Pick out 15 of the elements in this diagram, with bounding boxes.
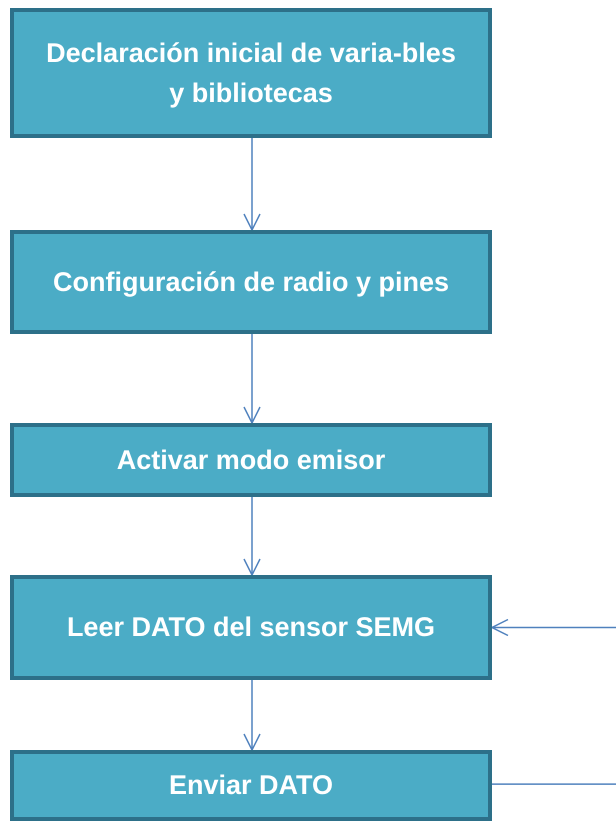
process-box: [10, 8, 492, 138]
arrow: [243, 334, 261, 424]
step-label: Activar modo emisor: [116, 444, 386, 477]
process-box: [10, 230, 492, 334]
process-box: [10, 750, 492, 821]
arrow: [243, 680, 261, 751]
step-label: Leer DATO del sensor SEMG: [66, 611, 436, 644]
step-label: Declaración inicial de varia-bles y bibliotecas: [45, 36, 457, 110]
process-box: [10, 423, 492, 497]
process-box: [10, 575, 492, 680]
step-label: Enviar DATO: [168, 769, 334, 802]
arrow: [243, 138, 261, 231]
arrow: [243, 497, 261, 576]
step-label: Configuración de radio y pines: [52, 266, 450, 299]
arrow: [491, 618, 616, 785]
